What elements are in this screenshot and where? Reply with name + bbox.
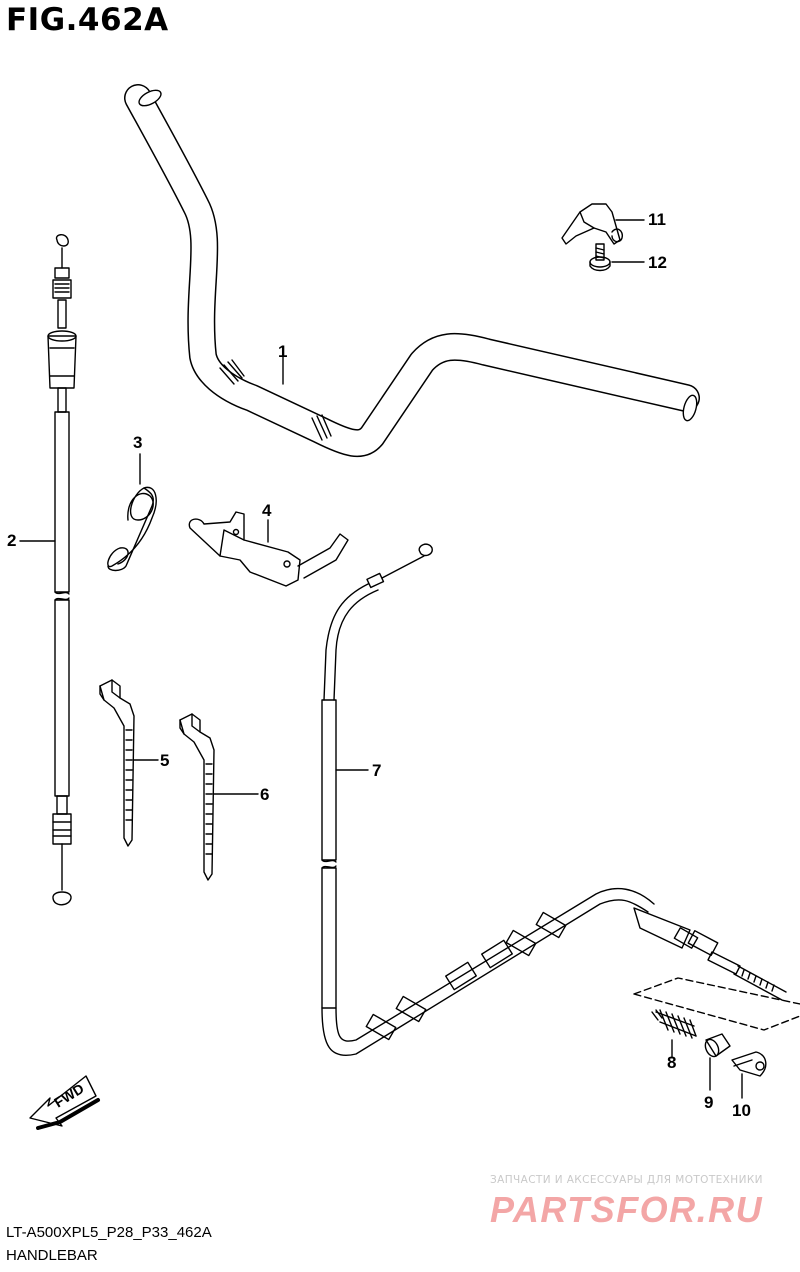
callout-12: 12 xyxy=(648,253,667,272)
watermark-brand: PARTSFOR.RU xyxy=(490,1189,763,1230)
brake-cable-part[interactable] xyxy=(321,543,787,1056)
detail-group-outline xyxy=(633,977,800,1031)
callout-1: 1 xyxy=(278,342,288,361)
callout-6: 6 xyxy=(260,785,270,804)
fwd-arrow-icon xyxy=(29,1075,100,1130)
spring-clip-part[interactable] xyxy=(107,486,157,572)
callout-2: 2 xyxy=(7,531,17,550)
callout-10: 10 xyxy=(732,1101,751,1120)
bracket-part[interactable] xyxy=(188,511,349,587)
watermark-tagline: ЗАПЧАСТИ И АКСЕССУАРЫ ДЛЯ МОТОТЕХНИКИ xyxy=(490,1174,763,1186)
figure-caption: HANDLEBAR xyxy=(6,1247,98,1264)
callout-11: 11 xyxy=(648,210,666,229)
callout-5: 5 xyxy=(160,751,170,770)
callout-7: 7 xyxy=(372,761,382,780)
throttle-cable-part[interactable] xyxy=(47,234,77,906)
callout-9: 9 xyxy=(704,1093,714,1112)
callout-8: 8 xyxy=(667,1053,677,1072)
handlebar-part[interactable] xyxy=(124,84,700,458)
cable-tie-part-6[interactable] xyxy=(179,713,215,881)
adjuster-part[interactable] xyxy=(703,1033,731,1059)
callout-4: 4 xyxy=(262,501,272,520)
screw-part[interactable] xyxy=(589,243,611,272)
clamp-part[interactable] xyxy=(561,203,624,245)
callout-3: 3 xyxy=(133,433,143,452)
cable-tie-part-5[interactable] xyxy=(99,679,135,847)
clevis-part[interactable] xyxy=(731,1051,767,1077)
figure-title: FIG.462A xyxy=(6,2,169,38)
spring-part[interactable] xyxy=(651,1009,697,1039)
figure-code: LT-A500XPL5_P28_P33_462A xyxy=(6,1224,212,1241)
